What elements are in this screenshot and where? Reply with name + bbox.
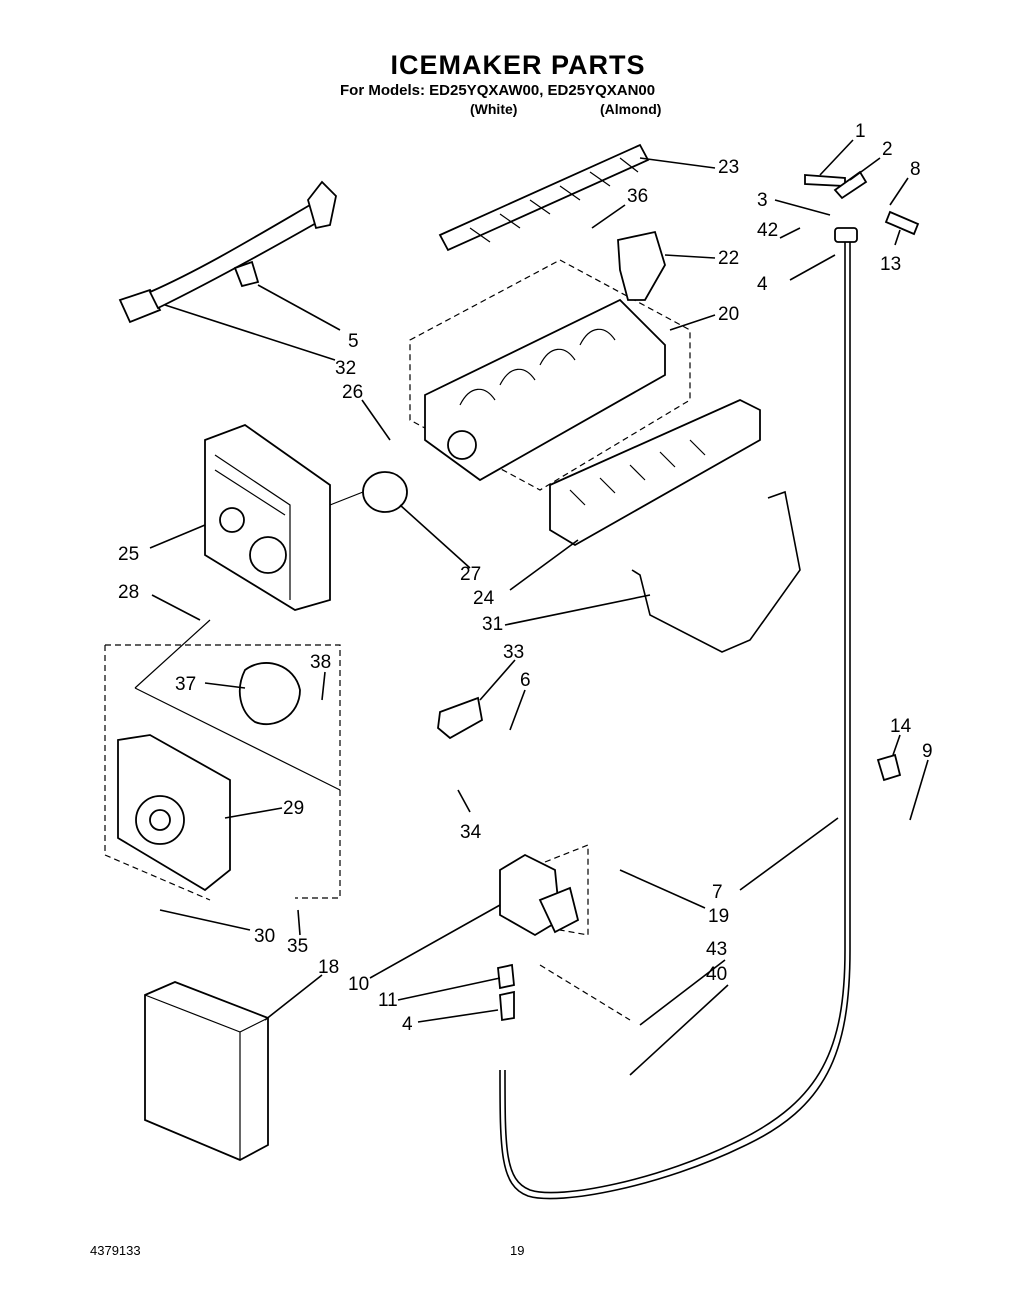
leader-lines xyxy=(149,139,929,1076)
callout-6: 6 xyxy=(520,670,531,691)
fill-cup-part xyxy=(617,230,666,301)
front-cover-part xyxy=(549,399,761,547)
callout-18: 18 xyxy=(318,957,339,978)
bracket-part xyxy=(437,696,484,740)
callout-42: 42 xyxy=(757,220,778,241)
callout-24: 24 xyxy=(473,588,495,609)
callout-5: 5 xyxy=(348,331,359,352)
callout-30: 30 xyxy=(254,926,275,947)
callout-34: 34 xyxy=(460,822,482,843)
callout-28: 28 xyxy=(118,582,139,603)
page-number: 19 xyxy=(510,1243,525,1258)
callout-2: 2 xyxy=(882,139,893,160)
callout-19: 19 xyxy=(708,906,729,927)
water-valve-part xyxy=(499,844,631,1021)
wire-harness-part xyxy=(118,180,337,324)
fitting-parts xyxy=(497,170,920,1022)
model-subtitle: For Models: ED25YQXAW00, ED25YQXAN00 xyxy=(340,82,656,99)
callout-33: 33 xyxy=(503,642,524,663)
callout-37: 37 xyxy=(175,674,196,695)
callout-31: 31 xyxy=(482,614,503,635)
callout-22: 22 xyxy=(718,248,739,269)
callout-36: 36 xyxy=(627,186,648,207)
callout-9: 9 xyxy=(922,741,933,762)
callout-4-lower: 4 xyxy=(402,1014,413,1035)
control-housing-part xyxy=(204,423,331,611)
variant-white: (White) xyxy=(470,101,518,117)
motor-part xyxy=(329,471,408,513)
callout-11: 11 xyxy=(378,990,398,1011)
variant-almond: (Almond) xyxy=(600,101,662,117)
callout-20: 20 xyxy=(718,304,739,325)
module-assembly-part xyxy=(104,619,341,901)
callout-27: 27 xyxy=(460,564,481,585)
callout-38: 38 xyxy=(310,652,331,673)
water-tube-part xyxy=(499,238,851,1200)
callout-32: 32 xyxy=(335,358,356,379)
callout-10: 10 xyxy=(348,974,369,995)
callout-13: 13 xyxy=(880,254,901,275)
callout-23: 23 xyxy=(718,157,739,178)
callout-40: 40 xyxy=(706,964,727,985)
page-title: ICEMAKER PARTS xyxy=(390,50,646,80)
callout-labels: 1 2 8 3 42 13 4 23 36 22 20 5 32 26 25 2… xyxy=(118,121,933,1035)
mold-housing-part xyxy=(409,259,691,491)
ejector-part xyxy=(438,143,650,252)
callout-29: 29 xyxy=(283,798,304,819)
ice-bin-part xyxy=(144,981,269,1161)
callout-14: 14 xyxy=(890,716,912,737)
shutoff-arm-part xyxy=(631,490,801,653)
callout-7: 7 xyxy=(712,882,723,903)
callout-3: 3 xyxy=(757,190,768,211)
callout-35: 35 xyxy=(287,936,308,957)
callout-1: 1 xyxy=(855,121,866,142)
callout-8: 8 xyxy=(910,159,921,180)
callout-26: 26 xyxy=(342,382,363,403)
callout-43: 43 xyxy=(706,939,727,960)
callout-25: 25 xyxy=(118,544,139,565)
document-number: 4379133 xyxy=(90,1243,141,1258)
callout-4-upper: 4 xyxy=(757,274,768,295)
